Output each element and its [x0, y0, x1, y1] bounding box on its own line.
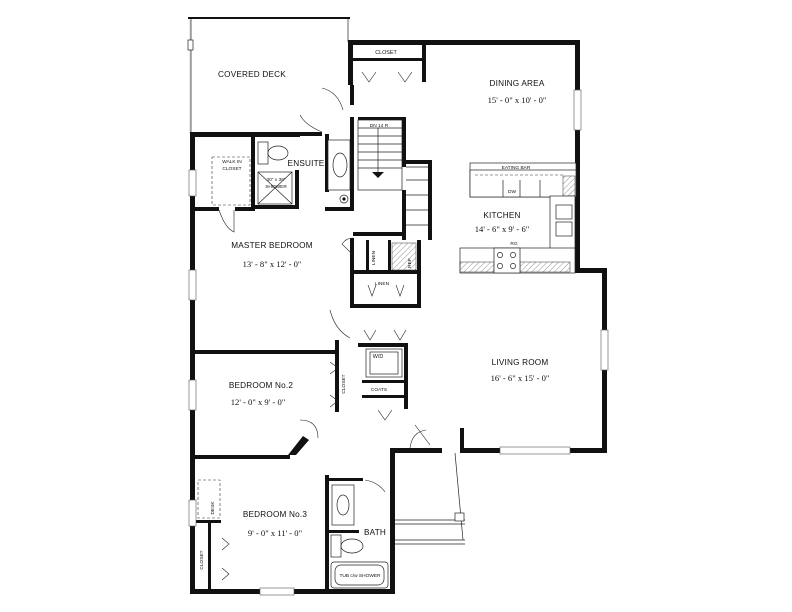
- shower-label-2: SHOWER: [265, 184, 287, 190]
- master-bedroom-dims: 13' - 8" x 12' - 0": [243, 259, 302, 269]
- bedroom2-label: BEDROOM No.2: [229, 381, 294, 390]
- bedroom3-dims: 9' - 0" x 11' - 0": [248, 528, 302, 538]
- covered-deck-label: COVERED DECK: [218, 70, 286, 79]
- eating-bar-label: EATING BAR: [502, 165, 531, 171]
- labels: COVERED DECK CLOSET DINING AREA 15' - 0"…: [199, 50, 549, 579]
- tub-shower-label: TUB c/w SHOWER: [339, 573, 381, 579]
- entry-porch: [395, 452, 465, 545]
- dining-area-label: DINING AREA: [490, 79, 545, 88]
- master-bedroom-label: MASTER BEDROOM: [231, 241, 313, 250]
- linen-2-label: LINEN: [375, 281, 390, 287]
- walk-in-closet-label-2: CLOSET: [222, 166, 241, 172]
- refrigerator-label: REF: [407, 258, 413, 268]
- kitchen-dims: 14' - 6" x 9' - 6": [475, 224, 530, 234]
- covered-deck-outline: [187, 17, 350, 134]
- living-room-label: LIVING ROOM: [492, 358, 549, 367]
- bath-label: BATH: [364, 528, 386, 537]
- bedroom2-dims: 12' - 0" x 9' - 0": [231, 397, 286, 407]
- dishwasher-label: DW: [508, 189, 516, 195]
- walk-in-closet-label-1: WALK IN: [222, 159, 242, 165]
- living-room-dims: 16' - 6" x 15' - 0": [491, 373, 550, 383]
- stairs: [357, 119, 428, 226]
- coats-label: COATS: [371, 387, 387, 393]
- kitchen-label: KITCHEN: [483, 211, 520, 220]
- bedroom3-label: BEDROOM No.3: [243, 510, 308, 519]
- washer-dryer-label: W/D: [373, 354, 384, 360]
- closet-bedroom3-label: CLOSET: [199, 550, 205, 569]
- interior-walls: [195, 42, 432, 594]
- dining-area-dims: 15' - 0" x 10' - 0": [488, 95, 547, 105]
- linen-1-label: LINEN: [371, 250, 377, 265]
- laundry-bath-fixtures: [197, 348, 403, 589]
- closet-bedroom2-label: CLOSET: [341, 374, 347, 393]
- kitchen-fixtures: [391, 162, 577, 274]
- closet-top-label: CLOSET: [375, 50, 397, 56]
- ensuite-fixtures: [211, 139, 351, 206]
- desk-label: DESK: [210, 501, 216, 515]
- shower-label-1: 30" x 36": [266, 177, 285, 183]
- windows: [188, 89, 609, 596]
- stairs-label: DN 14 R: [370, 123, 389, 129]
- range-label: RG: [510, 241, 517, 247]
- door-swings: [218, 71, 431, 581]
- ensuite-label: ENSUITE: [288, 159, 325, 168]
